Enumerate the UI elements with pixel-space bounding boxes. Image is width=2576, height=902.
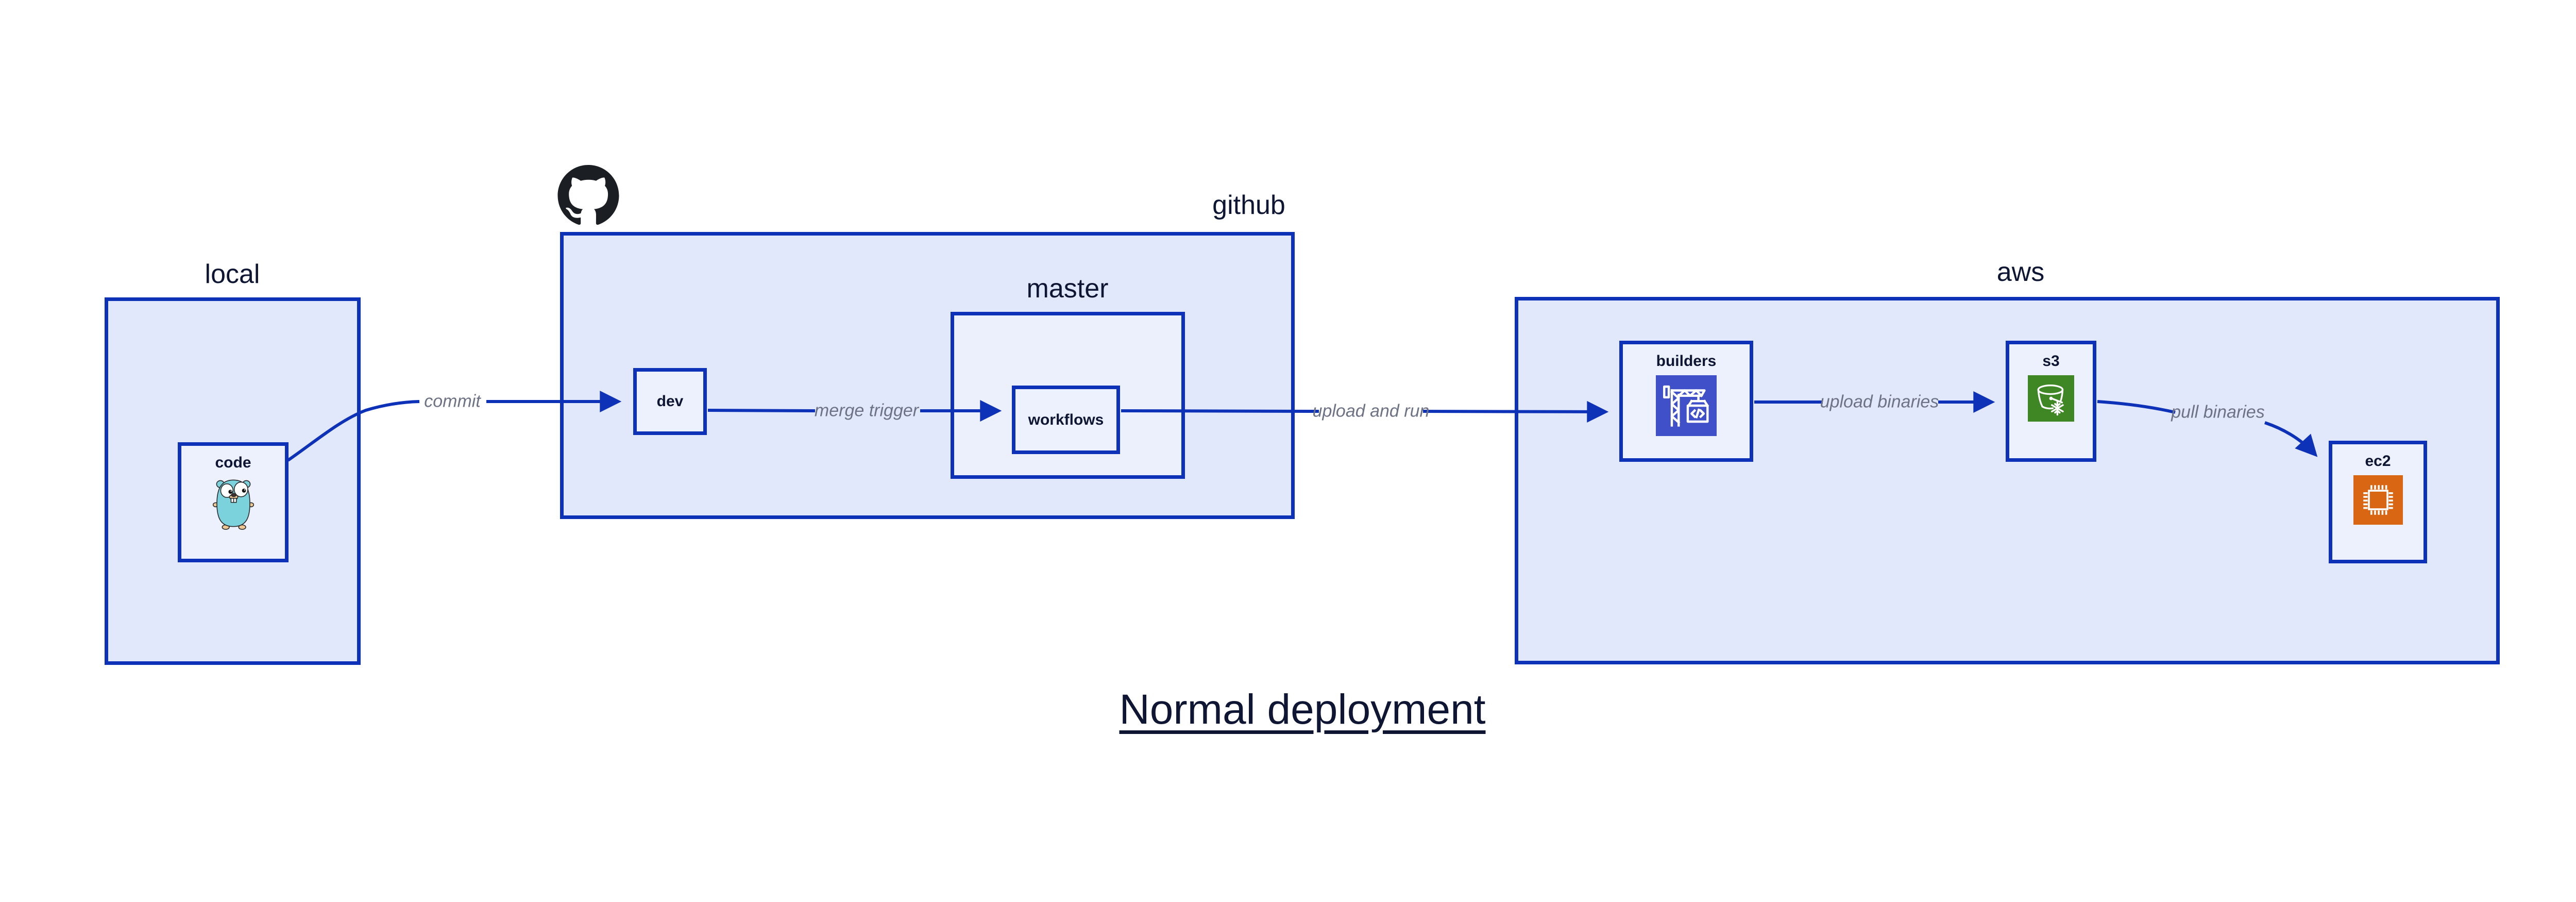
edge-label-upload-binaries: upload binaries (1820, 392, 1939, 412)
node-label-dev: dev (656, 393, 684, 410)
node-code: code (178, 442, 289, 562)
container-label-master: master (1026, 274, 1109, 304)
node-label-workflows: workflows (1028, 411, 1104, 428)
node-dev: dev (633, 368, 707, 435)
aws-codebuild-crane-icon (1656, 375, 1717, 436)
node-label-s3: s3 (2042, 353, 2060, 370)
node-label-code: code (215, 454, 251, 471)
edge-label-commit: commit (424, 391, 481, 411)
github-octocat-icon (557, 165, 619, 225)
aws-ec2-chip-icon (2353, 475, 2403, 525)
node-s3: s3 (2006, 341, 2096, 462)
container-label-aws: aws (1996, 257, 2045, 287)
node-label-ec2: ec2 (2365, 453, 2391, 470)
go-gopher-icon (212, 479, 254, 530)
node-ec2: ec2 (2329, 441, 2427, 563)
container-label-local: local (205, 259, 260, 289)
edge-label-merge-trigger: merge trigger (814, 400, 919, 421)
node-label-builders: builders (1656, 353, 1717, 370)
node-builders: builders (1619, 341, 1753, 462)
node-workflows: workflows (1012, 386, 1120, 454)
edge-label-pull-binaries: pull binaries (2171, 402, 2265, 422)
aws-s3-glacier-bucket-icon (2028, 375, 2074, 422)
edge-label-upload-and-run: upload and run (1312, 401, 1430, 421)
container-label-github: github (1212, 190, 1285, 220)
diagram-title: Normal deployment (1119, 686, 1486, 733)
